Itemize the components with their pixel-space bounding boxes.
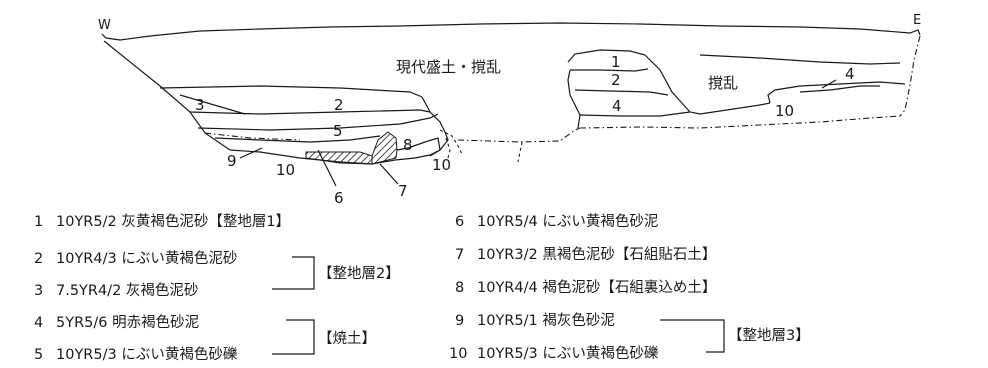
legend-num: 2 <box>34 251 43 267</box>
legend-text: 10YR4/4 褐色泥砂【石組裏込め土】 <box>477 278 716 296</box>
legend-num: 9 <box>455 313 464 329</box>
legend-text: 10YR3/2 黒褐色泥砂【石組貼石土】 <box>477 246 716 263</box>
legend-num: 10 <box>449 346 467 362</box>
legend-text: 7.5YR4/2 灰褐色泥砂 <box>56 282 198 299</box>
eastern-layers <box>567 49 906 129</box>
group-label-seichi3: 【整地層3】 <box>728 327 810 344</box>
legend-right: 6 10YR5/4 にぶい黄褐色砂泥 7 10YR3/2 黒褐色泥砂【石組貼石土… <box>449 213 810 362</box>
legend-text: 10YR5/3 にぶい黄褐色砂礫 <box>56 346 238 363</box>
layer-number-2-east: 2 <box>611 71 621 89</box>
group-label-seichi2: 【整地層2】 <box>318 265 400 282</box>
disturbance-base <box>579 115 901 129</box>
legend-num: 8 <box>455 280 464 296</box>
layer-number-5: 5 <box>333 122 343 140</box>
layer-number-10-east: 10 <box>775 102 794 120</box>
east-label: E <box>913 13 921 28</box>
layer-number-7: 7 <box>398 182 408 200</box>
legend-num: 6 <box>455 214 464 230</box>
legend-num: 3 <box>34 283 43 299</box>
layer-number-8: 8 <box>403 136 413 154</box>
legend-text: 10YR5/1 褐灰色砂泥 <box>477 312 615 329</box>
legend-num: 7 <box>455 247 464 263</box>
pit-boundary <box>457 127 581 143</box>
legend-text: 5YR5/6 明赤褐色砂泥 <box>56 314 199 331</box>
layer-number-9: 9 <box>227 152 237 170</box>
west-label: W <box>98 18 111 33</box>
layer-number-6: 6 <box>334 189 344 207</box>
layer-number-1: 1 <box>611 53 621 71</box>
legend-text: 10YR4/3 にぶい黄褐色泥砂 <box>56 250 237 267</box>
legend-num: 4 <box>34 315 43 331</box>
legend-text: 10YR5/3 にぶい黄褐色砂礫 <box>477 345 659 362</box>
layer-number-3: 3 <box>195 96 205 114</box>
legend-text: 10YR5/4 にぶい黄褐色砂泥 <box>477 213 658 230</box>
modern-fill-label: 現代盛土・撹乱 <box>396 58 501 76</box>
legend-num: 5 <box>34 347 43 363</box>
cut-line <box>517 141 523 163</box>
disturbance-label: 撹乱 <box>708 74 738 92</box>
layer-number-4-far-east: 4 <box>845 65 855 83</box>
layer-number-2-west: 2 <box>334 96 344 114</box>
layer-number-10-center: 10 <box>432 156 451 174</box>
layer-number-10-west: 10 <box>276 161 295 179</box>
group-label-shodo: 【焼土】 <box>318 330 376 347</box>
layer-number-4-east: 4 <box>612 97 622 115</box>
western-layers <box>159 85 463 165</box>
legend-num: 1 <box>34 214 43 230</box>
legend-text: 10YR5/2 灰黄褐色泥砂【整地層1】 <box>56 213 290 230</box>
leader-lines <box>239 79 837 187</box>
legend-left: 1 10YR5/2 灰黄褐色泥砂【整地層1】 2 10YR4/3 にぶい黄褐色泥… <box>34 213 400 363</box>
